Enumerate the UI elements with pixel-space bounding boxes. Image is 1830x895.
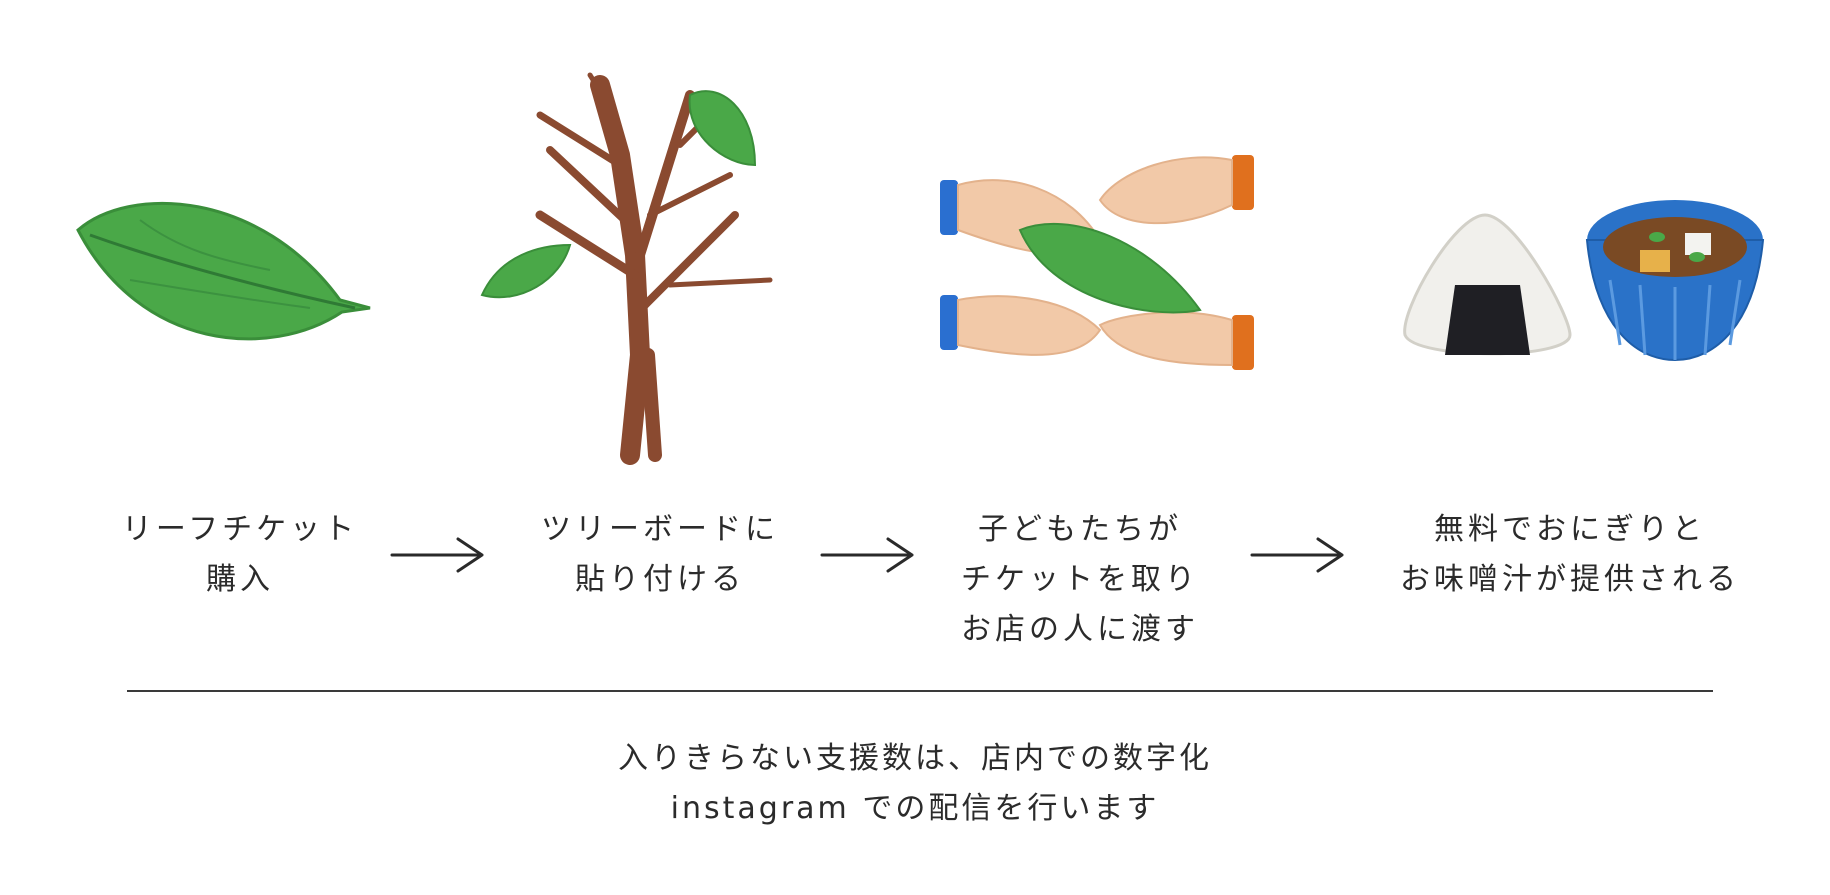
step-1-label: リーフチケット 購入 <box>120 505 360 605</box>
footer-note: 入りきらない支援数は、店内での数字化 instagram での配信を行います <box>0 734 1830 834</box>
step-3-line-3: お店の人に渡す <box>961 612 1199 647</box>
step-1-line-2: 購入 <box>206 562 274 597</box>
step-1-line-1: リーフチケット <box>121 512 359 547</box>
step-3-label: 子どもたちが チケットを取り お店の人に渡す <box>960 505 1200 655</box>
step-4-line-1: 無料でおにぎりと <box>1434 512 1706 547</box>
step-3-line-1: 子どもたちが <box>978 512 1182 547</box>
footer-note-line-1: 入りきらない支援数は、店内での数字化 <box>618 741 1212 776</box>
step-4-line-2: お味噌汁が提供される <box>1400 562 1740 597</box>
arrow-right-icon <box>390 537 484 573</box>
step-4-label: 無料でおにぎりと お味噌汁が提供される <box>1390 505 1750 605</box>
footer-note-line-2: instagram での配信を行います <box>670 791 1160 826</box>
leaf-icon <box>76 201 371 341</box>
step-3-line-2: チケットを取り <box>961 562 1199 597</box>
step-2-line-1: ツリーボードに <box>541 512 779 547</box>
arrow-right-icon <box>1250 537 1344 573</box>
onigiri-and-miso-soup-icon <box>1403 200 1765 362</box>
step-2-line-2: 貼り付ける <box>575 562 745 597</box>
arrow-right-icon <box>820 537 914 573</box>
divider <box>127 690 1713 692</box>
tree-icon <box>480 72 773 465</box>
step-2-label: ツリーボードに 貼り付ける <box>540 505 780 605</box>
hands-passing-leaf-icon <box>940 155 1254 370</box>
